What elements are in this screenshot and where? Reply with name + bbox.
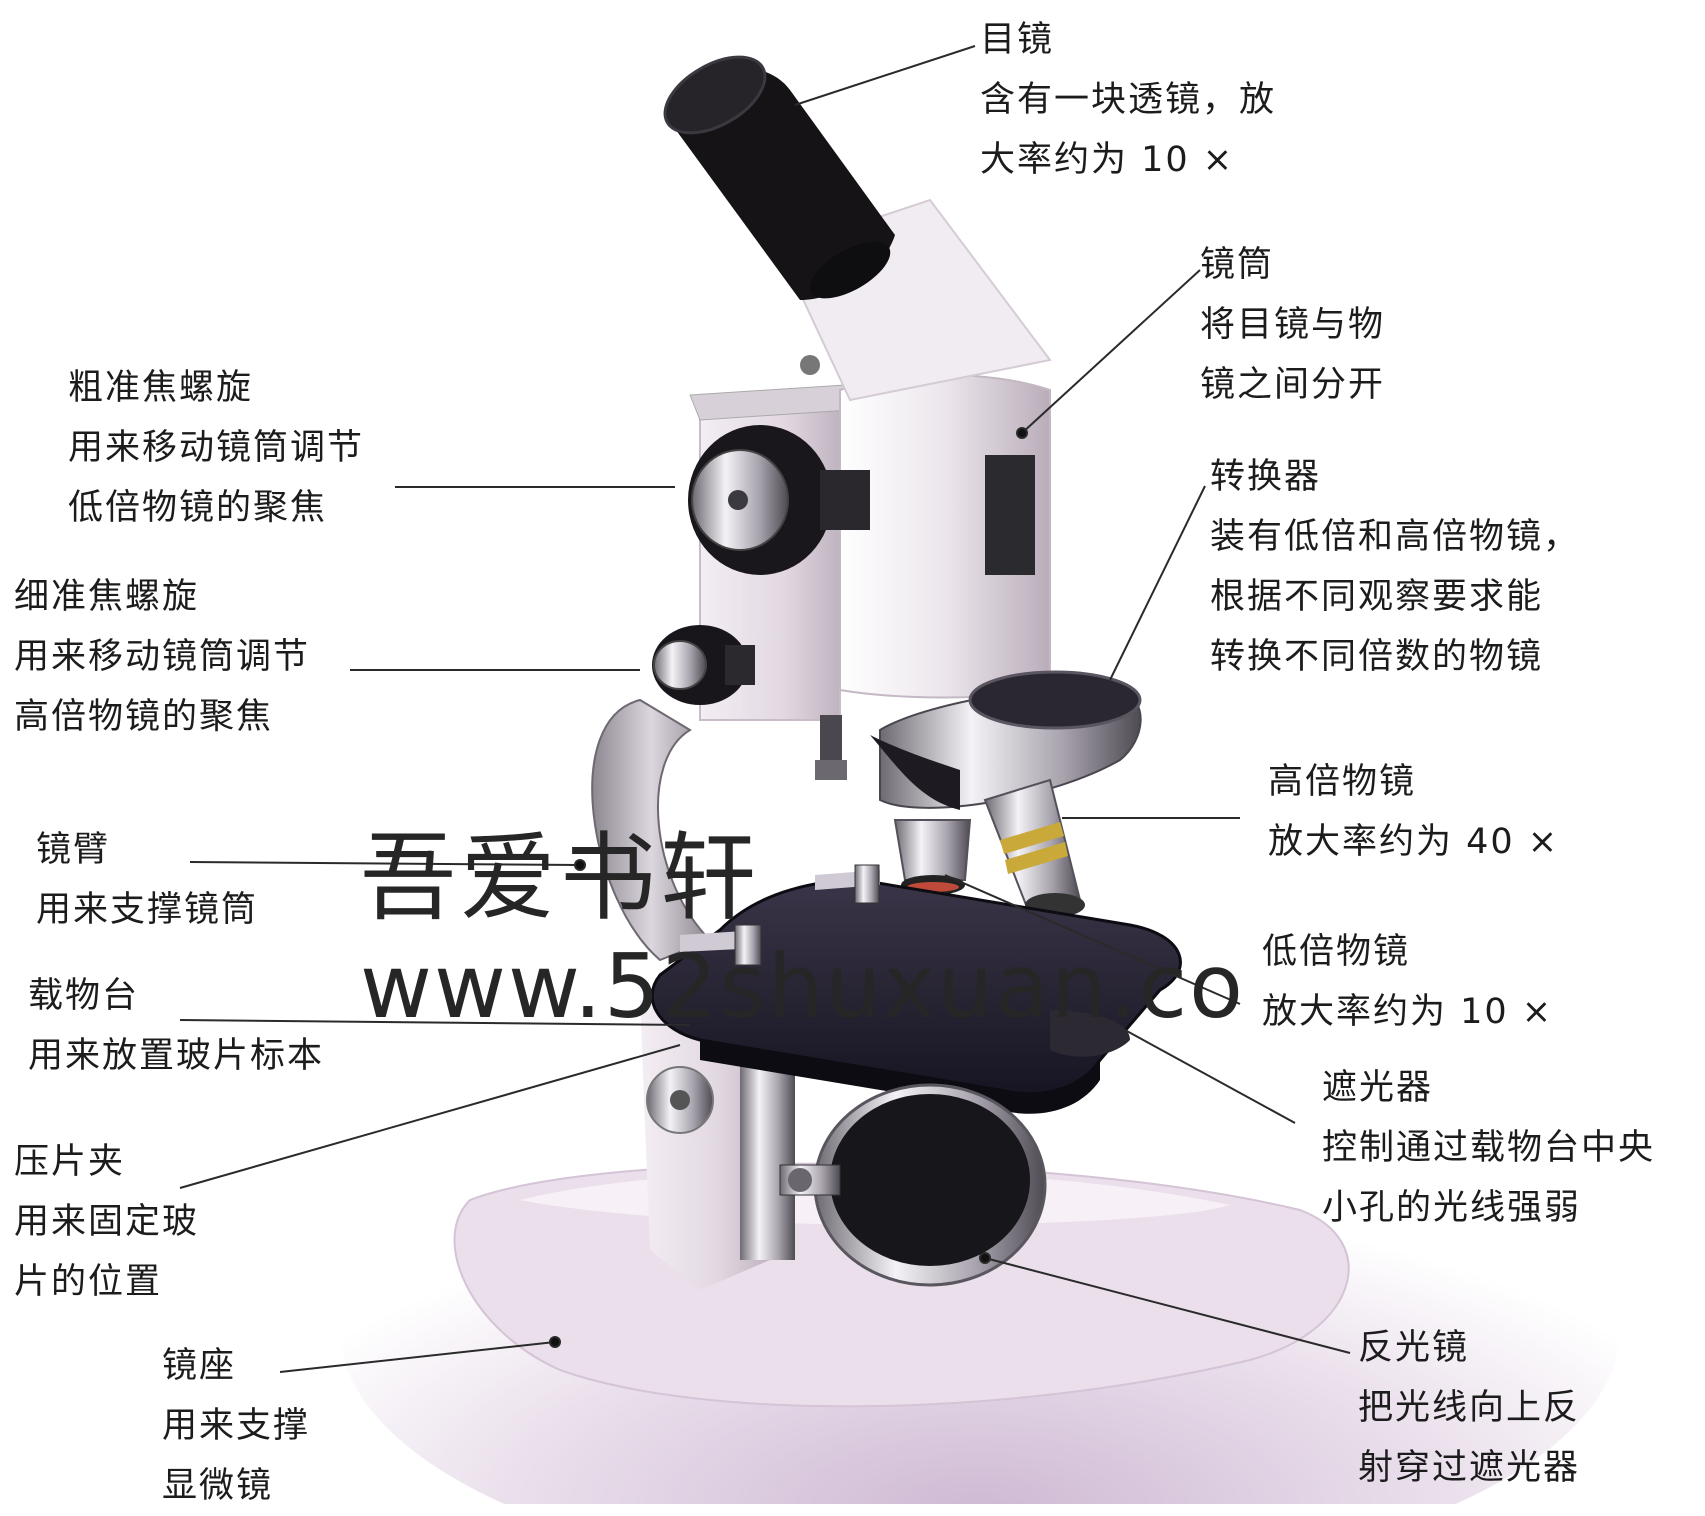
- label-title: 遮光器: [1322, 1068, 1434, 1108]
- label-desc: 小孔的光线强弱: [1322, 1188, 1582, 1228]
- label-title: 粗准焦螺旋: [68, 368, 254, 408]
- label-desc: 根据不同观察要求能: [1210, 577, 1544, 617]
- leader-diaphragm: [1124, 1029, 1296, 1124]
- label-desc: 把光线向上反: [1358, 1388, 1581, 1428]
- label-desc: 用来固定玻: [14, 1202, 200, 1242]
- label-nosepiece: 转换器 装有低倍和高倍物镜， 根据不同观察要求能 转换不同倍数的物镜: [1210, 447, 1580, 687]
- tube-window: [985, 455, 1035, 575]
- label-title: 转换器: [1210, 457, 1322, 497]
- label-desc: 转换不同倍数的物镜: [1210, 637, 1544, 677]
- label-tube: 镜筒 将目镜与物 镜之间分开: [1200, 235, 1385, 415]
- label-title: 镜座: [162, 1346, 237, 1386]
- leader-eyepiece: [794, 45, 976, 106]
- stage-clip-back: [815, 864, 880, 904]
- label-desc: 装有低倍和高倍物镜，: [1210, 517, 1581, 557]
- leader-tube: [1021, 269, 1201, 434]
- label-desc: 高倍物镜的聚焦: [14, 697, 274, 737]
- leader-mirror: [984, 1257, 1351, 1354]
- label-desc: 控制通过载物台中央: [1322, 1128, 1656, 1168]
- label-stage-clip: 压片夹 用来固定玻 片的位置: [14, 1132, 199, 1312]
- label-desc: 片的位置: [14, 1262, 163, 1302]
- label-desc: 放大率约为 40 ×: [1268, 822, 1560, 862]
- label-desc: 将目镜与物: [1200, 305, 1386, 345]
- label-desc: 射穿过遮光器: [1358, 1448, 1581, 1488]
- label-title: 镜臂: [36, 830, 111, 870]
- fine-focus-knob: [652, 625, 755, 705]
- label-eyepiece: 目镜 含有一块透镜，放 大率约为 10 ×: [980, 10, 1276, 190]
- label-desc: 用来支撑镜筒: [36, 890, 259, 930]
- label-base: 镜座 用来支撑 显微镜: [162, 1336, 310, 1516]
- diaphragm: [1050, 1010, 1130, 1057]
- eyepiece: [663, 55, 895, 300]
- label-low-objective: 低倍物镜 放大率约为 10 ×: [1262, 922, 1553, 1042]
- label-fine-focus: 细准焦螺旋 用来移动镜筒调节 高倍物镜的聚焦: [14, 567, 310, 747]
- leader-nosepiece: [1109, 485, 1206, 681]
- label-desc: 含有一块透镜，放: [980, 80, 1277, 120]
- label-desc: 大率约为 10 ×: [980, 140, 1235, 180]
- leader-lines: [179, 45, 1351, 1373]
- label-title: 反光镜: [1358, 1328, 1470, 1368]
- label-arm: 镜臂 用来支撑镜筒: [36, 820, 258, 940]
- high-objective: [983, 778, 1085, 917]
- leader-base: [279, 1341, 556, 1373]
- label-desc: 用来移动镜筒调节: [14, 637, 311, 677]
- label-desc: 低倍物镜的聚焦: [68, 488, 328, 528]
- label-stage: 载物台 用来放置玻片标本: [28, 966, 324, 1086]
- label-high-objective: 高倍物镜 放大率约为 40 ×: [1268, 752, 1559, 872]
- label-diaphragm: 遮光器 控制通过载物台中央 小孔的光线强弱: [1322, 1058, 1655, 1238]
- label-title: 低倍物镜: [1262, 932, 1411, 972]
- coarse-focus-knob: [688, 425, 870, 575]
- label-desc: 镜之间分开: [1200, 365, 1386, 405]
- label-coarse-focus: 粗准焦螺旋 用来移动镜筒调节 低倍物镜的聚焦: [68, 358, 364, 538]
- label-title: 目镜: [980, 20, 1055, 60]
- leader-stage-clip: [179, 1044, 681, 1189]
- label-desc: 用来放置玻片标本: [28, 1036, 325, 1076]
- arm-curve: [591, 698, 712, 962]
- stage-clip-front: [680, 924, 762, 966]
- leader-arm: [189, 861, 581, 866]
- leader-low-objective: [944, 874, 1241, 1005]
- label-desc: 放大率约为 10 ×: [1262, 992, 1554, 1032]
- mirror: [779, 1083, 1047, 1287]
- stop-screw: [820, 715, 842, 770]
- leader-stage: [179, 1019, 691, 1026]
- label-desc: 用来支撑: [162, 1406, 311, 1446]
- label-mirror: 反光镜 把光线向上反 射穿过遮光器: [1358, 1318, 1580, 1498]
- nosepiece-disc: [968, 670, 1142, 730]
- label-title: 高倍物镜: [1268, 762, 1417, 802]
- label-title: 压片夹: [14, 1142, 126, 1182]
- label-title: 细准焦螺旋: [14, 577, 200, 617]
- label-title: 载物台: [28, 976, 140, 1016]
- label-title: 镜筒: [1200, 245, 1275, 285]
- label-desc: 显微镜: [162, 1466, 274, 1506]
- label-desc: 用来移动镜筒调节: [68, 428, 365, 468]
- low-objective: [893, 819, 972, 895]
